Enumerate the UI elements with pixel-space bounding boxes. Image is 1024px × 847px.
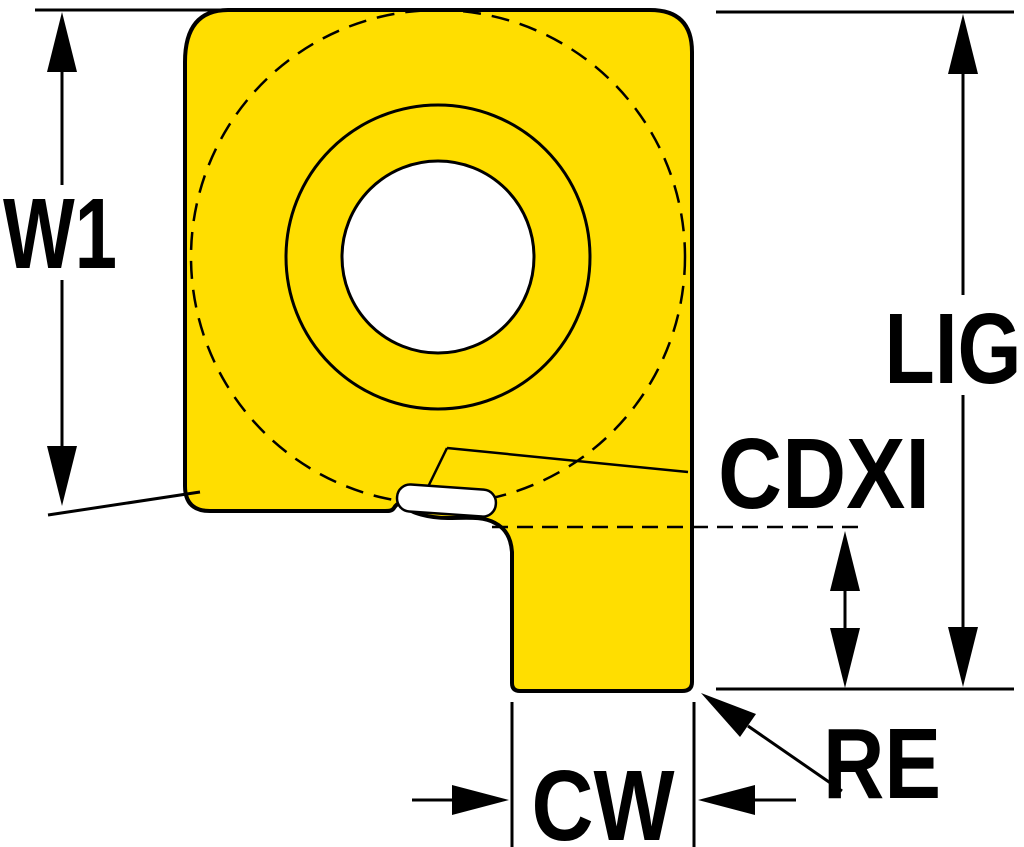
lig-arrowhead-down-icon: [948, 627, 978, 687]
label-w1: W1: [3, 178, 117, 290]
cutting-edge-corner-line: [425, 447, 449, 490]
dimension-lig: LIG: [716, 10, 1022, 691]
dimension-cw: CW: [412, 702, 796, 847]
label-cdxi: CDXI: [718, 418, 930, 530]
dimension-w1: W1: [3, 8, 230, 517]
re-leader-line: [747, 724, 843, 793]
cutting-edge-line: [446, 446, 689, 474]
re-arrowhead-icon: [701, 693, 756, 737]
label-lig: LIG: [885, 293, 1022, 405]
mounting-hole: [340, 159, 536, 355]
cdxi-arrowhead-up-icon: [830, 531, 860, 591]
cutting-tip-highlight: [395, 483, 498, 518]
cw-arrowhead-right-icon: [452, 785, 509, 815]
lig-arrowhead-up-icon: [948, 14, 978, 74]
w1-arrowhead-up-icon: [47, 12, 77, 72]
w1-extension-bottom: [47, 490, 201, 517]
w1-arrowhead-down-icon: [47, 446, 77, 506]
dimension-cdxi: CDXI: [718, 418, 930, 688]
counterbore-circle: [284, 103, 592, 411]
dimension-re: RE: [701, 693, 941, 820]
label-cw: CW: [532, 750, 676, 847]
cdxi-arrowhead-down-icon: [830, 628, 860, 688]
cw-arrowhead-left-icon: [698, 785, 755, 815]
label-re: RE: [823, 708, 941, 820]
